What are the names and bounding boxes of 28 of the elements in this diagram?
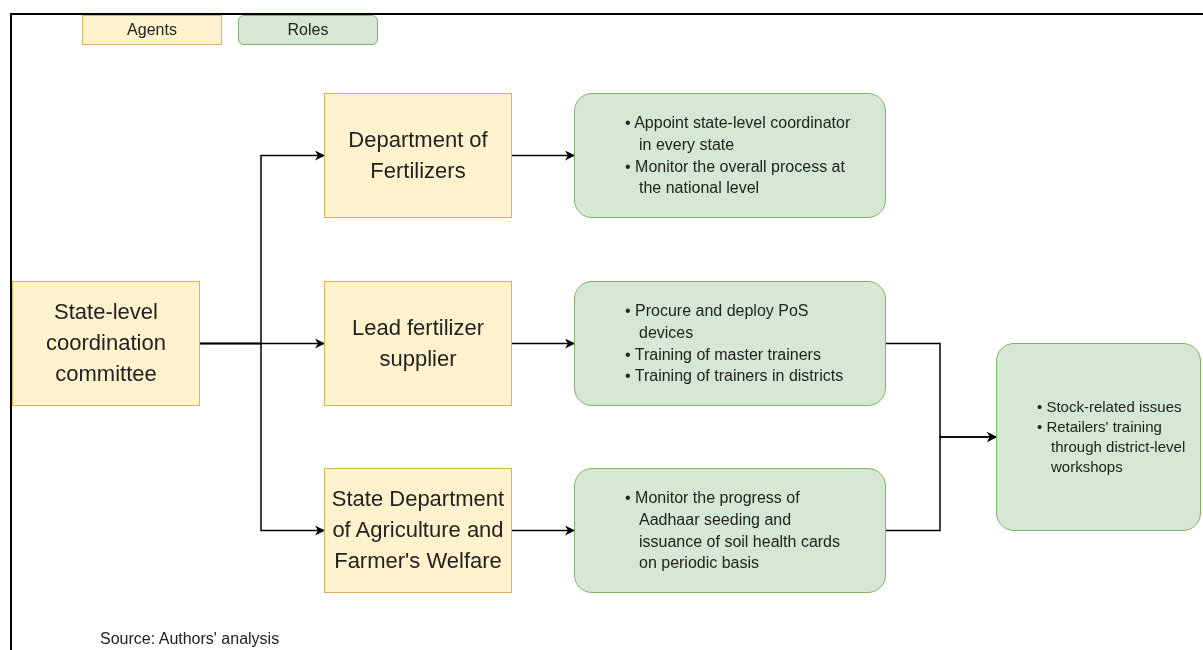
source-note: Source: Authors' analysis (100, 630, 280, 648)
agent-box (324, 93, 512, 218)
role-box (574, 281, 886, 406)
role-box (996, 343, 1201, 531)
role-bullet: • Training of trainers in districts (625, 366, 845, 387)
agent-name: State Department of Agriculture and Farmer's Welfare (330, 485, 506, 575)
role-bullet: • Procure and deploy PoS devices (625, 301, 810, 343)
agent-box (324, 468, 512, 593)
role-bullet: • Monitor the progress of Aadhaar seeding and issuance of soil health cards on periodic basis (625, 488, 841, 574)
agent-name: State-level coordination committee (45, 298, 167, 388)
role-bullet: • Training of master trainers (625, 344, 822, 365)
arrow (511, 150, 575, 161)
legend-label: Agents (127, 21, 177, 39)
role-bullet: • Stock-related issues (1037, 396, 1183, 417)
role-bullet: • Retailers' training through district-level workshops (1037, 416, 1187, 478)
role-box (574, 468, 886, 593)
arrow (511, 525, 575, 536)
role-box (574, 93, 886, 218)
agent-box (12, 281, 200, 406)
agent-box (324, 281, 512, 406)
arrow (511, 338, 575, 349)
role-bullet: • Appoint state-level coordinator in every state (625, 113, 851, 155)
agent-name: Department of Fertilizers (347, 125, 489, 185)
arrow (885, 432, 997, 532)
arrow (199, 342, 325, 536)
legend-label: Roles (287, 21, 329, 39)
agent-name: Lead fertilizer supplier (350, 313, 486, 373)
role-bullet: • Monitor the overall process at the national level (625, 156, 846, 199)
